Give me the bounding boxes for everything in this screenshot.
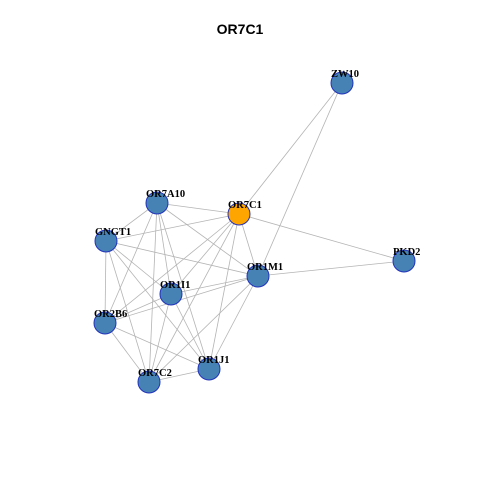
node-label-or1m1: OR1M1 <box>247 262 283 273</box>
edge-or7a10-or1i1 <box>156 202 172 295</box>
edge-gngt1-or2b6 <box>104 240 107 324</box>
edge-or1m1-or7c2 <box>148 275 259 383</box>
edge-zw10-or1m1 <box>257 82 343 277</box>
node-gngt1[interactable] <box>94 229 118 253</box>
edge-or7c1-gngt1 <box>105 213 240 242</box>
graph-title: OR7C1 <box>216 21 264 37</box>
edge-or1m1-or1j1 <box>208 275 259 370</box>
edge-or7a10-or2b6 <box>104 202 158 324</box>
edge-pkd2-or1m1 <box>257 260 405 277</box>
edge-gngt1-or1m1 <box>105 240 259 277</box>
edge-gngt1-or1j1 <box>105 240 210 370</box>
edge-gngt1-or7c2 <box>105 240 150 383</box>
node-label-or7c2: OR7C2 <box>138 368 172 379</box>
node-label-or2b6: OR2B6 <box>94 309 127 320</box>
edge-or1m1-or2b6 <box>104 275 259 324</box>
node-zw10[interactable] <box>330 71 354 95</box>
edge-or7c1-pkd2 <box>238 213 405 262</box>
edge-layer <box>104 82 405 383</box>
node-or7a10[interactable] <box>145 191 169 215</box>
node-or7c2[interactable] <box>137 370 161 394</box>
edge-or7a10-or7c1 <box>156 202 240 215</box>
edge-or7c1-or1j1 <box>208 213 240 370</box>
edge-or7a10-or1j1 <box>156 202 210 370</box>
edge-or7a10-or7c2 <box>148 202 158 383</box>
edge-or1i1-or1j1 <box>170 293 210 370</box>
edge-or7c1-or1i1 <box>170 213 240 295</box>
node-or7c1[interactable] <box>227 202 251 226</box>
node-label-or7a10: OR7A10 <box>146 189 185 200</box>
edge-or7c1-or2b6 <box>104 213 240 324</box>
node-pkd2[interactable] <box>392 249 416 273</box>
edge-or2b6-or7c2 <box>104 322 150 383</box>
edge-or1i1-or7c2 <box>148 293 172 383</box>
edge-or7c1-or7c2 <box>148 213 240 383</box>
node-label-pkd2: PKD2 <box>393 247 420 258</box>
edge-or1i1-or2b6 <box>104 293 172 324</box>
edge-gngt1-or1i1 <box>105 240 172 295</box>
node-label-zw10: ZW10 <box>331 69 359 80</box>
node-label-or1i1: OR1I1 <box>160 280 190 291</box>
label-layer: ZW10OR7A10OR7C1GNGT1PKD2OR1M1OR1I1OR2B6O… <box>94 69 420 379</box>
node-or1i1[interactable] <box>159 282 183 306</box>
edge-or1m1-or1i1 <box>170 275 259 295</box>
node-or1j1[interactable] <box>197 357 221 381</box>
edge-or2b6-or1j1 <box>104 322 210 370</box>
node-layer <box>93 71 416 394</box>
edge-zw10-or7c1 <box>238 82 343 215</box>
node-label-or7c1: OR7C1 <box>228 200 262 211</box>
node-or2b6[interactable] <box>93 311 117 335</box>
node-label-gngt1: GNGT1 <box>95 227 131 238</box>
node-or1m1[interactable] <box>246 264 270 288</box>
node-label-or1j1: OR1J1 <box>198 355 230 366</box>
